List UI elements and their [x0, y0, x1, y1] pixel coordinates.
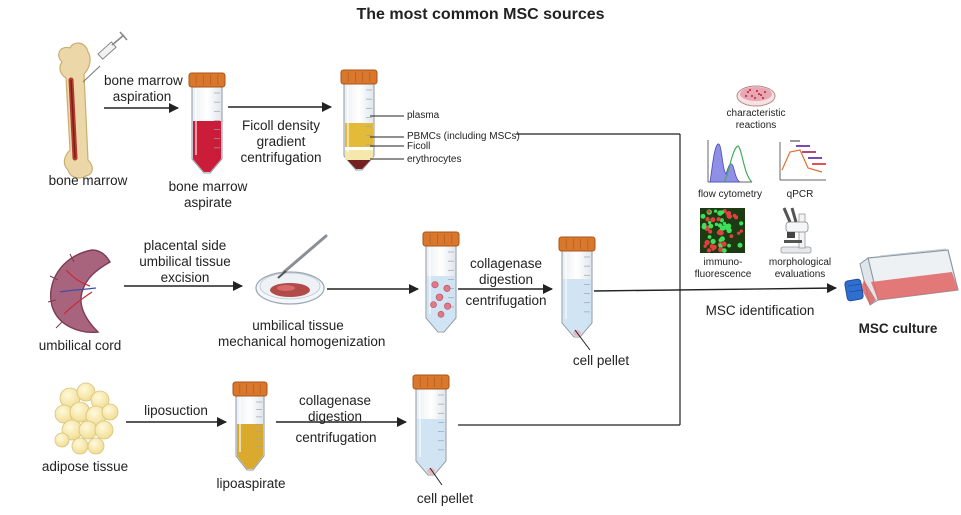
- pellet-pointer-umbilical: [574, 329, 591, 351]
- adipose-cell-pellet-tube-icon: [412, 374, 450, 476]
- layer-label-ficoll: Ficoll: [407, 141, 431, 152]
- layer-label-pbmcs: PBMCs (including MSCs): [407, 131, 520, 142]
- petri-dish-icon: [255, 271, 325, 305]
- msc-culture-label: MSC culture: [858, 321, 938, 336]
- ficoll-layer-pointers: [370, 115, 404, 160]
- arrow-pellet-to-culture: [593, 283, 837, 294]
- umbilical-cell-pellet-tube-icon: [558, 236, 596, 338]
- immunofluorescence-image-icon: [700, 208, 745, 253]
- layer-label-erythrocytes: erythrocytes: [407, 154, 462, 165]
- line-pbmc-to-junction: [516, 133, 681, 425]
- diagram-title: The most common MSC sources: [356, 6, 605, 23]
- adipose-centrifugation-step-label: centrifugation: [295, 430, 377, 445]
- lipoaspirate-tube-icon: [232, 381, 268, 471]
- flow-cytometry-label: flow cytometry: [698, 189, 762, 200]
- adipose-cell-pellet-label: cell pellet: [416, 491, 474, 506]
- syringe-icon: [82, 31, 128, 83]
- umbilical-cord-icon: [47, 249, 111, 333]
- bone-icon: [58, 42, 93, 179]
- ficoll-gradient-tube-icon: [340, 69, 378, 171]
- bone-marrow-aspirate-tube-icon: [188, 72, 226, 174]
- qpcr-plot-icon: [779, 140, 826, 181]
- umbilical-cell-pellet-label: cell pellet: [572, 353, 630, 368]
- umbilical-cord-source-label: umbilical cord: [38, 338, 122, 353]
- pellet-pointer-adipose: [429, 467, 443, 486]
- collagenase-digestion-tube-icon: [422, 231, 460, 333]
- umbilical-centrifugation-step-label: centrifugation: [465, 293, 547, 308]
- microscope-icon: [780, 207, 812, 254]
- bone-marrow-source-label: bone marrow: [48, 173, 128, 188]
- qpcr-label: qPCR: [786, 189, 814, 200]
- culture-flask-icon: [844, 248, 959, 306]
- flow-cytometry-plot-icon: [707, 140, 753, 183]
- liposuction-step-label: liposuction: [144, 403, 208, 418]
- layer-label-plasma: plasma: [407, 110, 440, 121]
- immunofluorescence-label: immuno-fluorescence: [694, 257, 752, 280]
- adipose-cells-icon: [54, 382, 119, 455]
- lipoaspirate-label: lipoaspirate: [216, 476, 286, 491]
- characteristic-reactions-plate-icon: [736, 85, 776, 107]
- msc-identification-label: MSC identification: [705, 303, 815, 318]
- adipose-tissue-source-label: adipose tissue: [41, 459, 129, 474]
- scalpel-icon: [277, 234, 328, 279]
